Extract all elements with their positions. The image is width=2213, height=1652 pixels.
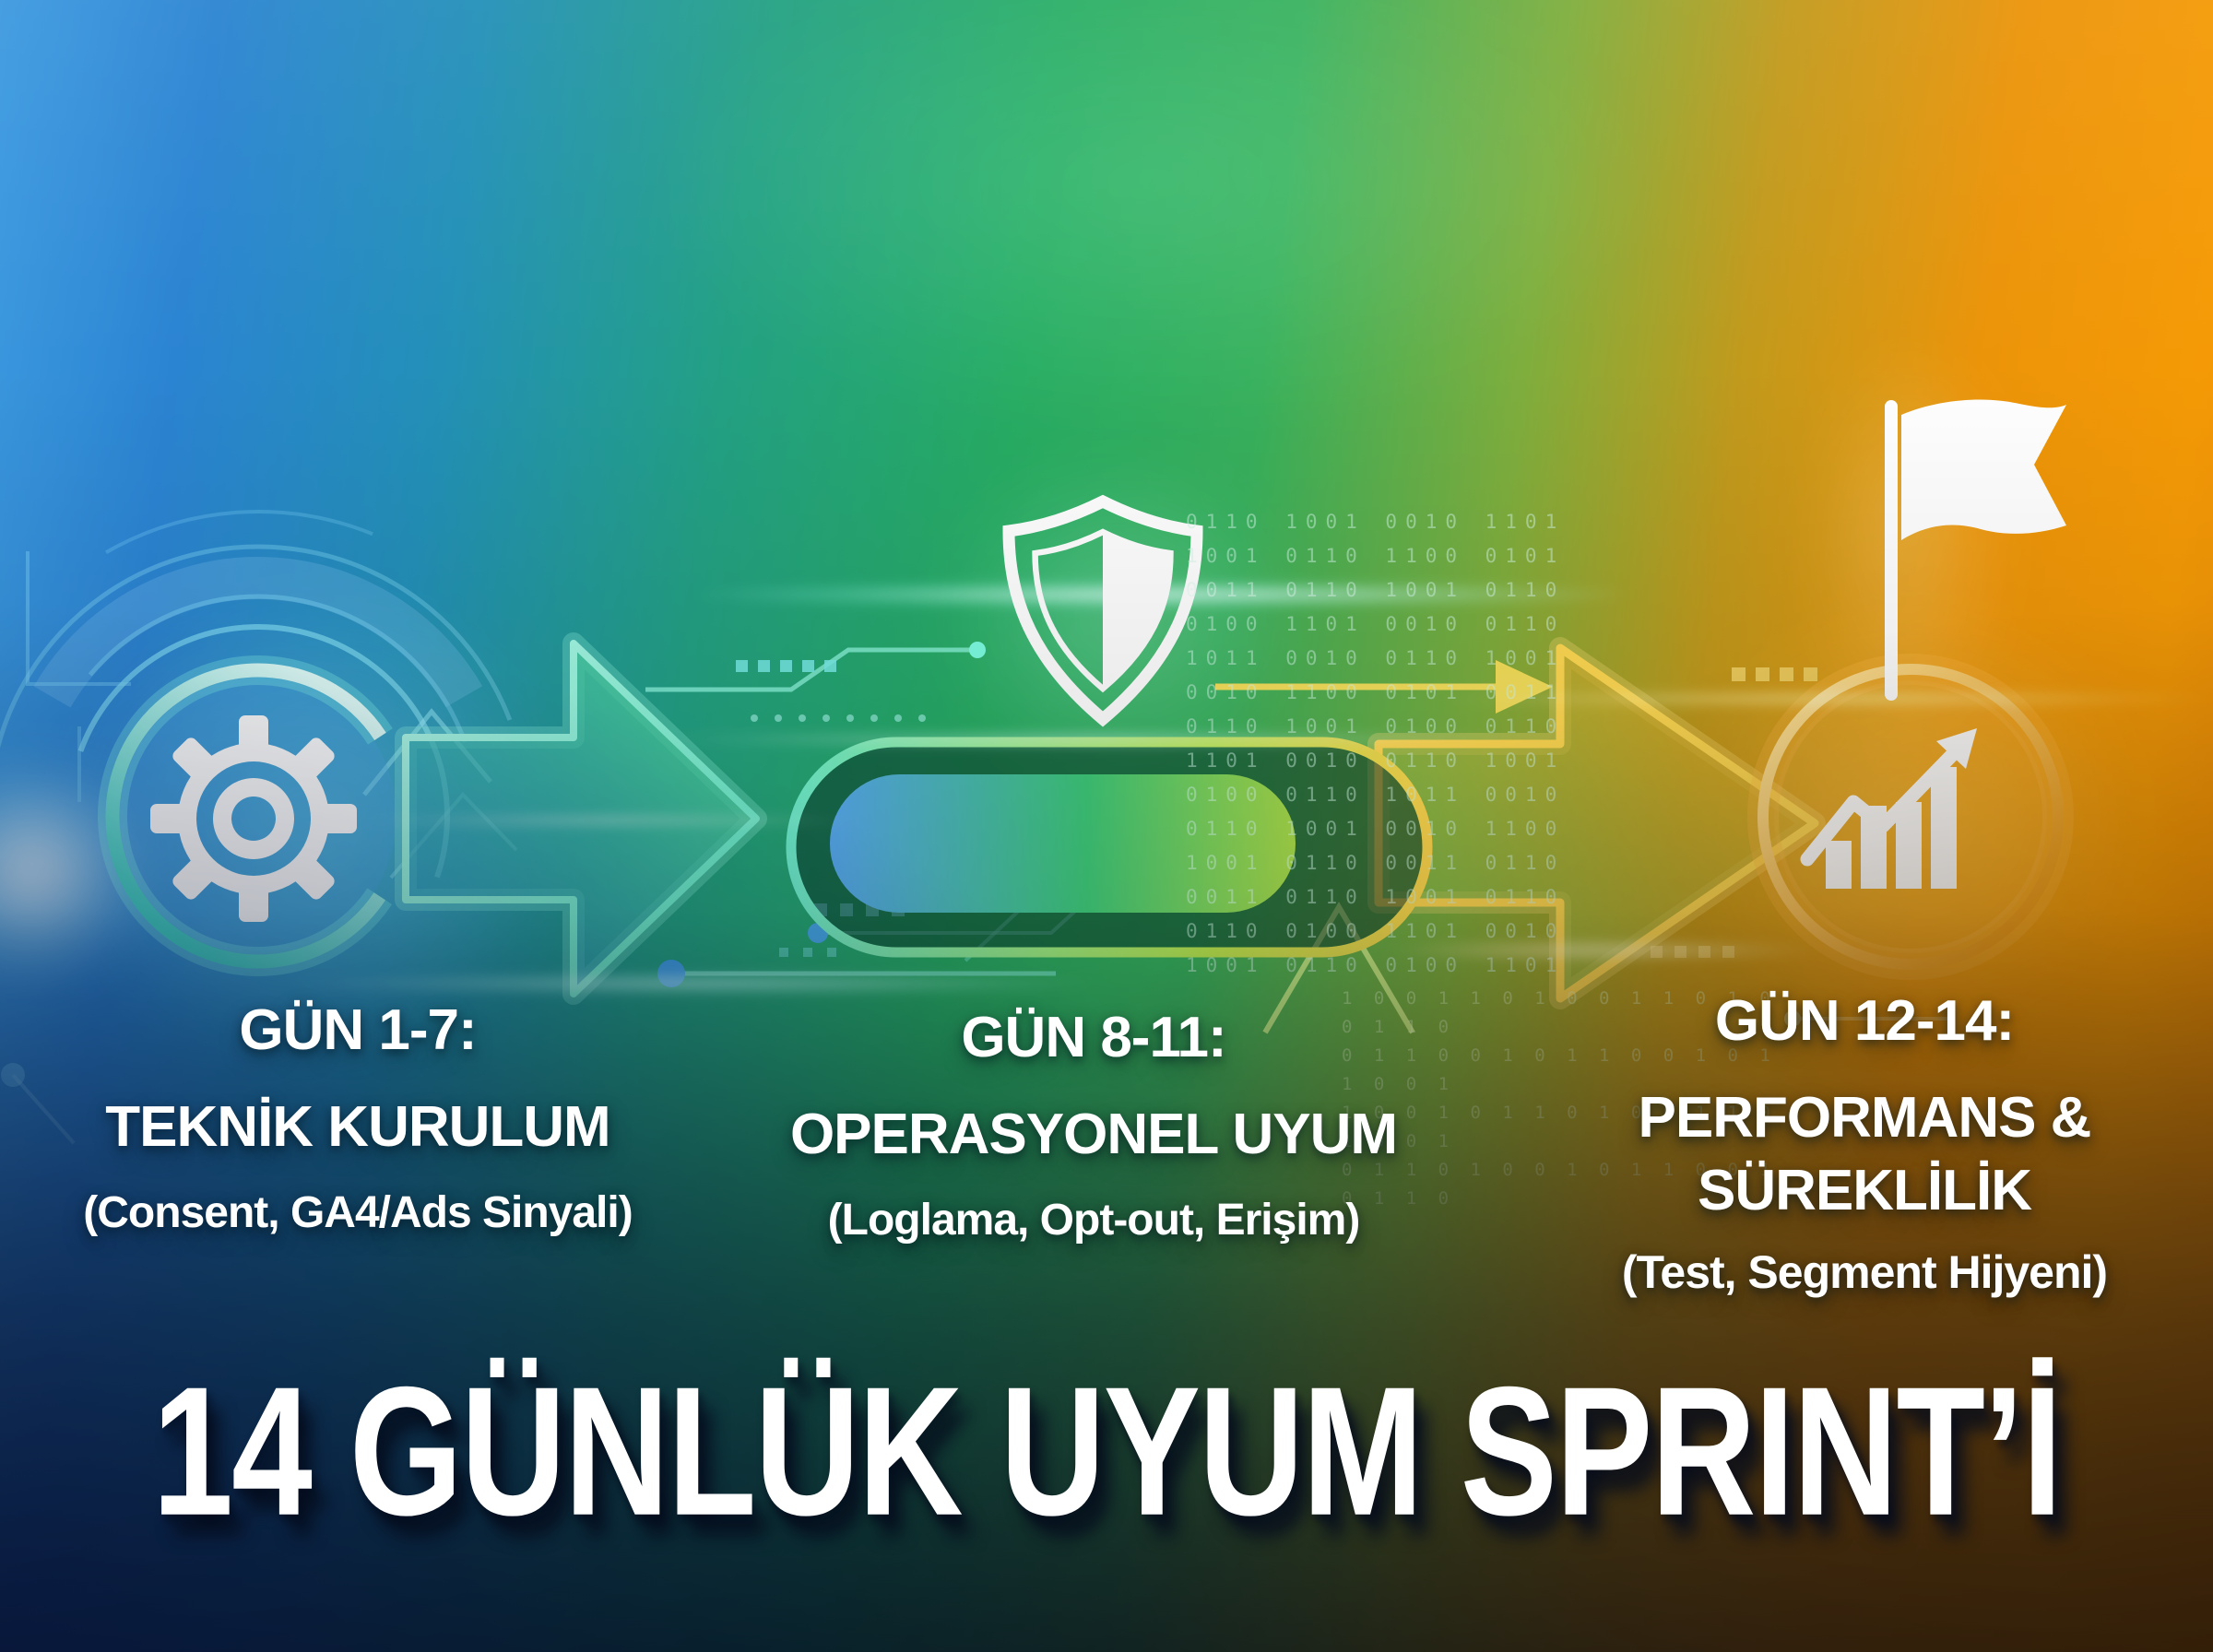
stage-3-title-line-1: PERFORMANS & — [1638, 1086, 2092, 1150]
stage-2-label: GÜN 8-11: OPERASYONEL UYUM (Loglama, Opt… — [734, 1005, 1453, 1245]
stage-2-subtitle: (Loglama, Opt-out, Erişim) — [827, 1196, 1361, 1245]
stage-3-subtitle: (Test, Segment Hijyeni) — [1621, 1246, 2108, 1298]
stage-3-title-line-2: SÜREKLİLİK — [1698, 1159, 2032, 1222]
stage-2-title: OPERASYONEL UYUM — [789, 1103, 1398, 1166]
stage-1-title: TEKNİK KURULUM — [105, 1095, 610, 1159]
progress-bar — [786, 737, 1433, 958]
stage-3-label: GÜN 12-14: PERFORMANS & SÜREKLİLİK (Test… — [1505, 988, 2213, 1299]
stage-1-label: GÜN 1-7: TEKNİK KURULUM (Consent, GA4/Ad… — [0, 997, 717, 1238]
shield-icon — [1002, 494, 1203, 727]
stage-1-day-range: GÜN 1-7: — [239, 998, 477, 1062]
stage-2-day-range: GÜN 8-11: — [961, 1006, 1226, 1069]
progress-fill — [830, 774, 1296, 913]
page-title: 14 GÜNLÜK UYUM SPRINT’İ — [152, 1349, 2063, 1554]
mini-arrow-icon — [1215, 660, 1553, 714]
stage-1-subtitle: (Consent, GA4/Ads Sinyali) — [83, 1188, 633, 1237]
stage-3-day-range: GÜN 12-14: — [1714, 989, 2015, 1053]
